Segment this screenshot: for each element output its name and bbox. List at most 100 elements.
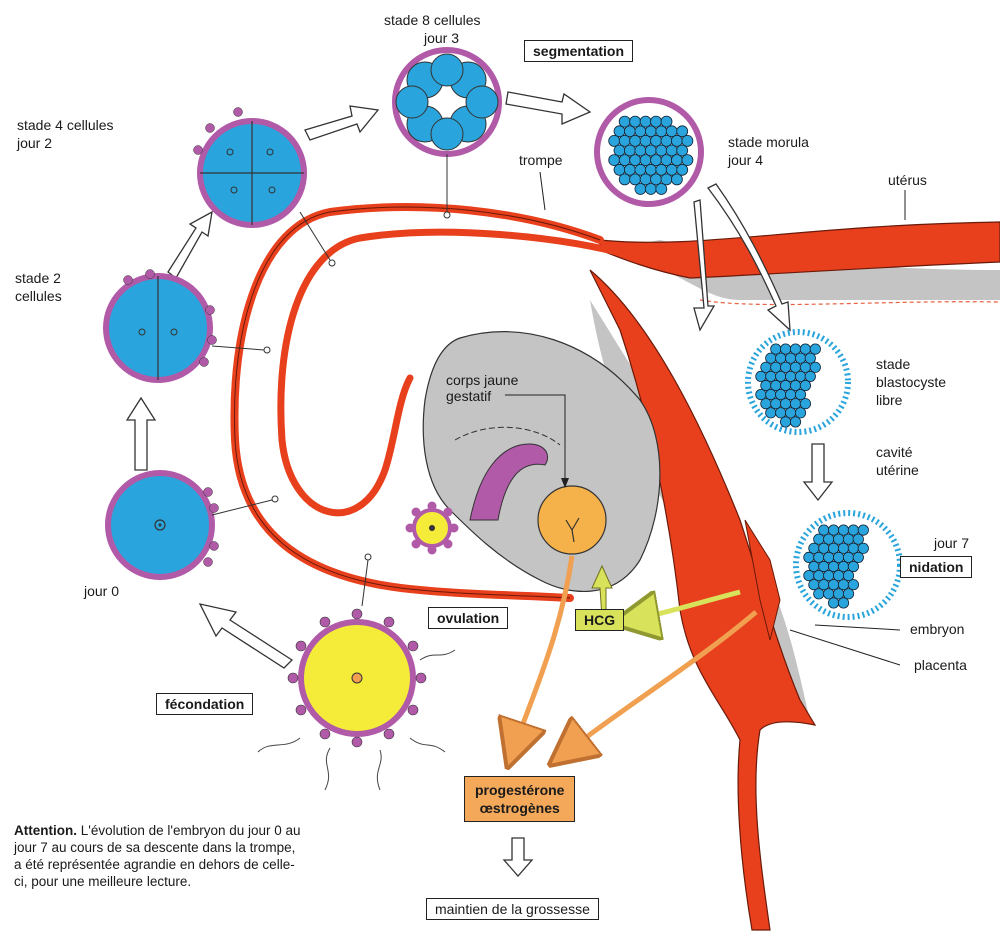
cell-8-stage xyxy=(392,47,502,157)
label-jour4: jour 4 xyxy=(728,152,764,168)
oviduct-inner xyxy=(277,228,644,517)
blastomere xyxy=(847,542,860,554)
blastomere xyxy=(823,588,835,600)
ovulated-oocyte xyxy=(405,501,459,555)
blastomere xyxy=(650,154,662,167)
blastomere xyxy=(765,352,777,364)
blastomere xyxy=(629,154,641,167)
cell-day0 xyxy=(105,470,219,580)
blastomere xyxy=(837,524,850,536)
blastomere xyxy=(837,542,850,554)
blastomere xyxy=(852,533,864,545)
label-jour2: jour 2 xyxy=(17,135,53,151)
blastomere xyxy=(650,173,662,186)
blastomere xyxy=(655,163,668,176)
blastomere xyxy=(842,533,855,545)
blastomere xyxy=(827,579,840,591)
blastomere xyxy=(655,144,668,157)
blastomere xyxy=(660,154,673,167)
blastomere xyxy=(676,144,689,157)
blastomere xyxy=(847,579,860,591)
label-blastocyste2: blastocyste xyxy=(876,374,947,390)
follicle-scar xyxy=(469,443,549,521)
label-cavite1: cavité xyxy=(876,444,913,460)
blastomere xyxy=(857,524,869,536)
blastomere xyxy=(779,361,792,373)
label-progesterone: progestérone xyxy=(475,782,565,798)
blastomere xyxy=(760,379,772,392)
blastomere xyxy=(665,125,678,138)
blastomere xyxy=(760,398,772,410)
blastomere xyxy=(832,588,845,600)
blastomere xyxy=(827,542,840,554)
blastomere xyxy=(618,173,631,186)
blastomere xyxy=(852,551,864,564)
box-nidation: nidation xyxy=(900,556,973,578)
blastomere xyxy=(665,163,678,176)
blastomere xyxy=(784,388,797,401)
blastomere xyxy=(613,163,626,176)
label-blastocyste3: libre xyxy=(876,392,903,408)
label-trompe: trompe xyxy=(519,152,563,168)
blastomere xyxy=(813,533,825,545)
attention-note: Attention. L'évolution de l'embryon du j… xyxy=(14,822,304,890)
blastomere xyxy=(842,569,855,582)
label-uterus: utérus xyxy=(888,172,927,188)
blastomere xyxy=(613,144,626,157)
blastomere xyxy=(784,407,797,419)
blastomere xyxy=(784,352,797,364)
blastomere xyxy=(618,134,631,147)
cell-4-stage xyxy=(193,107,307,228)
blastomere xyxy=(818,542,830,554)
blastomere xyxy=(634,144,647,157)
blastomere xyxy=(837,597,850,609)
morula xyxy=(594,97,704,207)
blastomere xyxy=(809,343,821,355)
blastomere xyxy=(629,115,641,128)
blastomere xyxy=(624,125,636,138)
blastomere xyxy=(660,134,673,147)
blastomere xyxy=(671,173,683,186)
blastomere xyxy=(629,134,641,147)
box-hormones: progestérone œstrogènes xyxy=(464,776,576,822)
blastomere xyxy=(634,183,647,195)
blastomere xyxy=(857,542,869,554)
blastomere xyxy=(823,533,835,545)
blastomere xyxy=(650,134,662,147)
blastomere xyxy=(629,173,641,186)
blastomere xyxy=(676,125,689,138)
blastomere xyxy=(644,125,657,138)
blastomere xyxy=(624,144,636,157)
blastomere xyxy=(655,125,668,138)
blastomere xyxy=(644,163,657,176)
blastomere xyxy=(613,125,626,138)
blastomere xyxy=(789,361,802,373)
label-cavite2: utérine xyxy=(876,462,919,478)
blastomere xyxy=(639,115,652,128)
blastomere xyxy=(671,134,683,147)
blastomere xyxy=(789,379,802,392)
blastomere xyxy=(671,154,683,167)
blastomere xyxy=(813,588,825,600)
blastomere xyxy=(770,343,782,355)
blastomere xyxy=(608,134,621,147)
blastomere xyxy=(823,569,835,582)
blastomere xyxy=(770,398,782,410)
blastomere xyxy=(608,154,621,167)
blastocyst-free xyxy=(745,329,851,435)
label-jour3: jour 3 xyxy=(424,30,460,46)
label-placenta: placenta xyxy=(914,657,967,673)
blastomere xyxy=(813,569,825,582)
label-corps2: gestatif xyxy=(446,388,492,404)
blastomere xyxy=(808,579,820,591)
cell-pointers xyxy=(211,154,451,607)
blastomere xyxy=(789,416,802,428)
box-fecondation: fécondation xyxy=(156,693,254,715)
label-embryon: embryon xyxy=(910,621,965,637)
blastomere xyxy=(639,154,652,167)
blastomere xyxy=(847,560,860,573)
blastomere xyxy=(794,370,807,382)
blastomere xyxy=(644,183,657,195)
blastomere xyxy=(765,388,777,401)
